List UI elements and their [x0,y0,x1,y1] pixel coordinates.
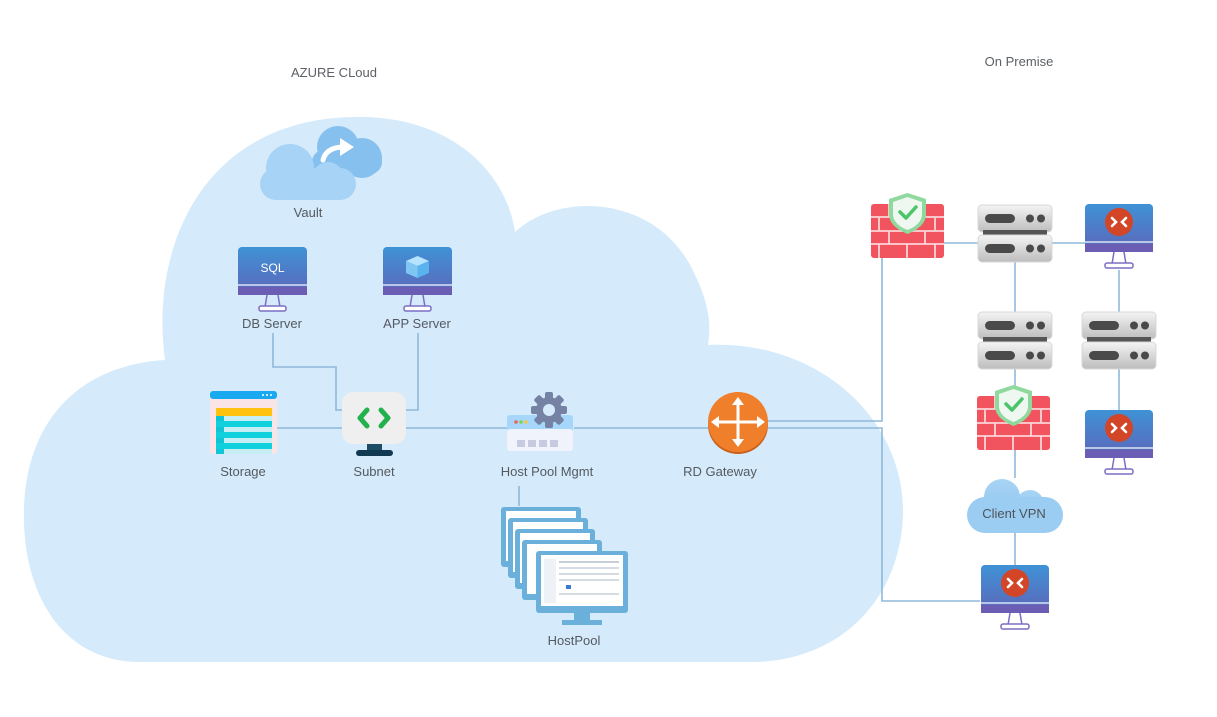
connection-lines [272,242,1120,602]
db-server-label: DB Server [242,316,302,331]
server-rack-icon [1081,311,1157,370]
router-gear-icon [507,392,573,451]
remote-desktop-monitor-icon [1085,410,1153,475]
router-arrows-icon [708,392,768,454]
onprem-region-title: On Premise [984,54,1054,69]
client-vpn-label: Client VPN [982,506,1046,521]
link-rdg-firewall [768,258,883,422]
link-rdg-rdp-bottom [768,427,980,602]
azure-cloud-region [23,116,904,662]
monitor-sql-icon: SQL [238,247,307,312]
vault-label: Vault [293,205,323,220]
storage-label: Storage [220,464,266,479]
rd-gateway-label: RD Gateway [683,464,757,479]
link-app-subnet [405,333,419,411]
vpn-cloud-icon [967,479,1063,533]
subnet-code-icon [342,392,406,456]
monitor-cube-icon [383,247,452,312]
cloud-backup-icon [260,126,382,200]
remote-desktop-monitor-icon [981,565,1049,630]
sql-label: SQL [260,261,284,275]
firewall-shield-icon [977,385,1050,450]
storage-table-icon [210,391,277,454]
subnet-label: Subnet [353,464,395,479]
server-rack-icon [977,204,1053,263]
link-db-subnet [272,333,345,411]
host-pool-mgmt-label: Host Pool Mgmt [500,464,594,479]
host-pool-label: HostPool [547,633,601,648]
remote-desktop-monitor-icon [1085,204,1153,269]
azure-region-title: AZURE CLoud [291,65,377,80]
app-server-label: APP Server [383,316,451,331]
server-rack-icon [977,311,1053,370]
firewall-shield-icon [871,193,944,258]
stacked-monitors-icon [501,507,628,625]
